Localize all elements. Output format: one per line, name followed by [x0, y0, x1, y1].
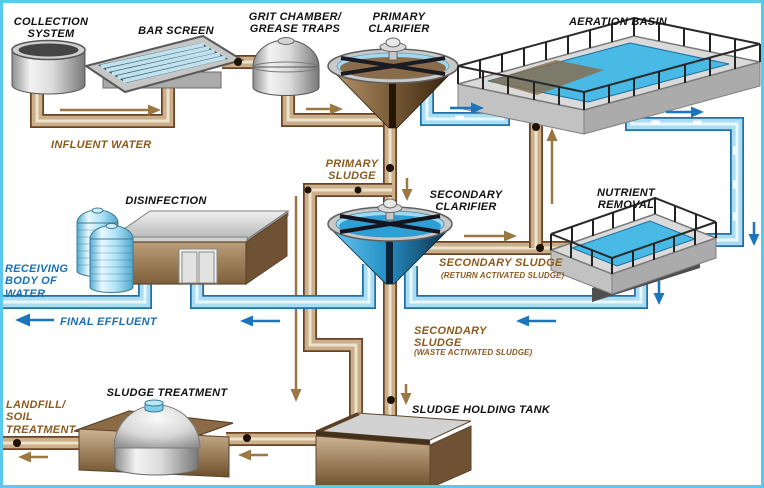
primary-sludge-branch-pipe	[303, 183, 392, 426]
grit-to-clarifier-pipe	[281, 88, 391, 127]
landfill-label: LANDFILL/ SOIL TREATMENT	[6, 399, 76, 436]
secondary-sludge-return-sublabel: (RETURN ACTIVATED SLUDGE)	[441, 271, 565, 280]
receiving-body-label: RECEIVING BODY OF WATER	[5, 263, 69, 300]
aeration-basin-label: AERATION BASIN	[568, 16, 668, 28]
primary-clarifier-label: PRIMARY CLARIFIER	[368, 11, 430, 36]
secondary-sludge-waste-label: SECONDARY SLUDGE	[414, 325, 487, 350]
chlorine-silos	[76, 207, 134, 293]
aeration-basin-unit	[457, 16, 761, 135]
influent-pipe	[30, 84, 175, 128]
disinfection-to-receiving-pipe	[3, 280, 152, 309]
nutrient-to-effluent-pipe	[404, 266, 648, 309]
primary-clarifier-unit	[327, 37, 459, 129]
disinfection-label: DISINFECTION	[125, 195, 207, 207]
pipe-bubbles	[455, 115, 737, 221]
sludge-holding-tank-unit	[315, 412, 472, 485]
secondary-sludge-waste-sublabel: (WASTE ACTIVATED SLUDGE)	[414, 348, 533, 357]
sludge-treatment-label: SLUDGE TREATMENT	[106, 387, 228, 399]
bar-screen-label: BAR SCREEN	[138, 25, 214, 37]
nutrient-removal-unit	[548, 196, 719, 302]
final-effluent-label: FINAL EFFLUENT	[60, 316, 157, 328]
sludge-down-arrow	[290, 196, 302, 402]
sludge-treatment-digester	[73, 399, 234, 478]
flow-arrows	[15, 102, 760, 463]
influent-water-label: INFLUENT WATER	[51, 139, 152, 151]
grit-chamber-label: GRIT CHAMBER/ GREASE TRAPS	[248, 11, 342, 36]
secondary-clarifier-unit	[327, 198, 453, 285]
disinfection-building	[106, 210, 290, 285]
collection-system-tank	[11, 39, 86, 95]
collection-system-label: COLLECTION SYSTEM	[13, 16, 89, 41]
nutrient-removal-label: NUTRIENT REMOVAL	[596, 187, 655, 212]
pipe-joints	[13, 58, 544, 447]
effluent-to-disinfection-pipe	[190, 264, 376, 309]
secondary-clarifier-label: SECONDARY CLARIFIER	[429, 189, 503, 214]
primary-sludge-label: PRIMARY SLUDGE	[325, 158, 379, 183]
secondary-sludge-return-label: SECONDARY SLUDGE	[439, 257, 563, 269]
bar-screen-unit	[83, 34, 245, 94]
grit-chamber-tank	[252, 37, 320, 96]
sludge-holding-tank-label: SLUDGE HOLDING TANK	[412, 404, 551, 416]
